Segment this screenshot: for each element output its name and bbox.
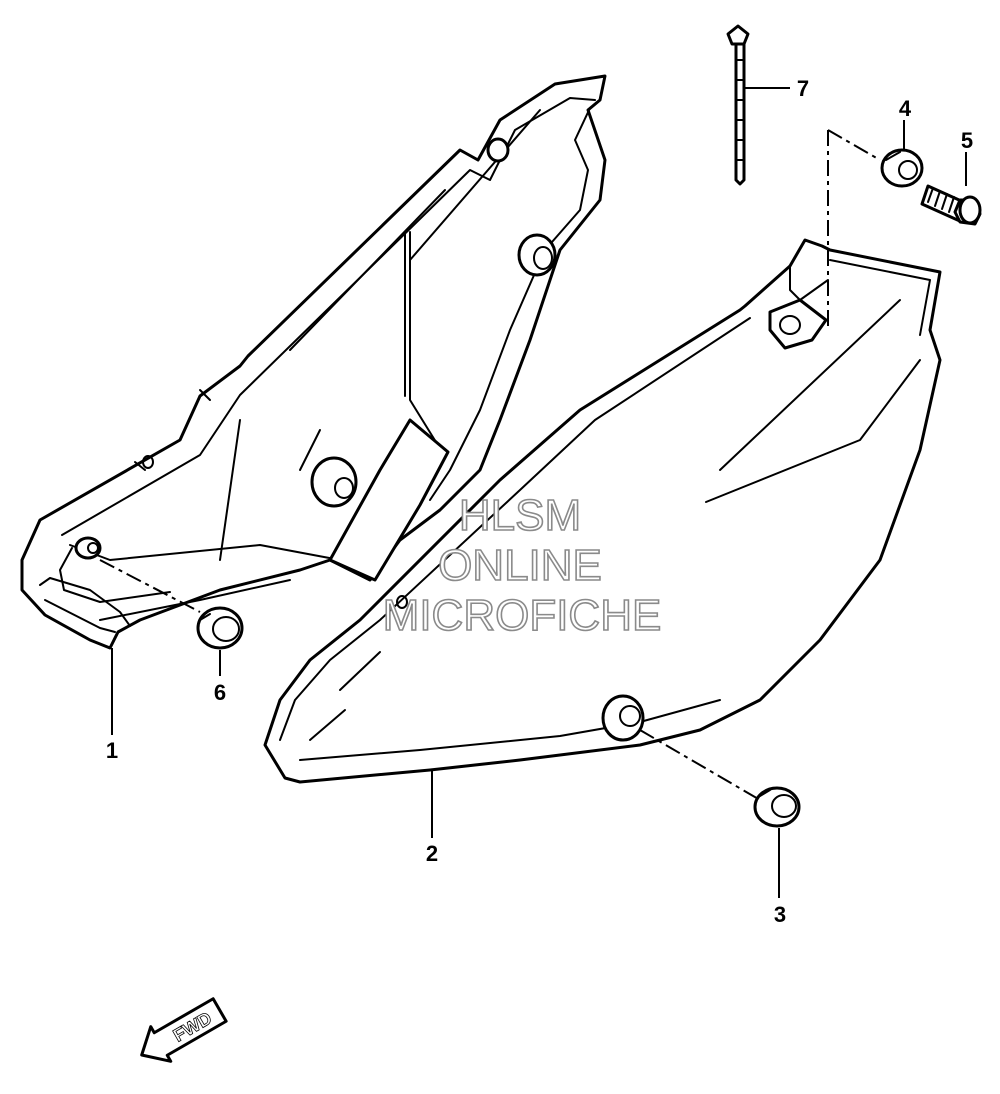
assembly-lines	[99, 129, 881, 801]
callout-7: 7	[797, 76, 809, 101]
callout-3: 3	[774, 902, 786, 927]
frame-cover-left[interactable]	[20, 74, 607, 650]
callout-2: 2	[426, 841, 438, 866]
arrow-icon	[140, 997, 228, 1063]
grommet-part-6[interactable]	[196, 606, 244, 650]
bolt-part-5[interactable]	[920, 184, 982, 226]
collar-part-4[interactable]	[880, 148, 924, 188]
side-cover-right[interactable]	[263, 238, 942, 784]
watermark-line-2: ONLINE	[438, 541, 602, 590]
cable-tie-part-7[interactable]	[726, 24, 750, 186]
callout-1: 1	[106, 738, 118, 763]
callout-4: 4	[899, 96, 912, 121]
watermark: HLSM ONLINE MICROFICHE	[382, 490, 662, 641]
callout-5: 5	[961, 128, 973, 153]
watermark-line-3: MICROFICHE	[383, 591, 662, 640]
watermark-line-1: HLSM	[459, 491, 581, 540]
grommet-part-3[interactable]	[753, 786, 801, 828]
leader-lines	[111, 87, 967, 898]
forward-direction-arrow: FWD	[140, 997, 228, 1063]
callout-6: 6	[214, 680, 226, 705]
